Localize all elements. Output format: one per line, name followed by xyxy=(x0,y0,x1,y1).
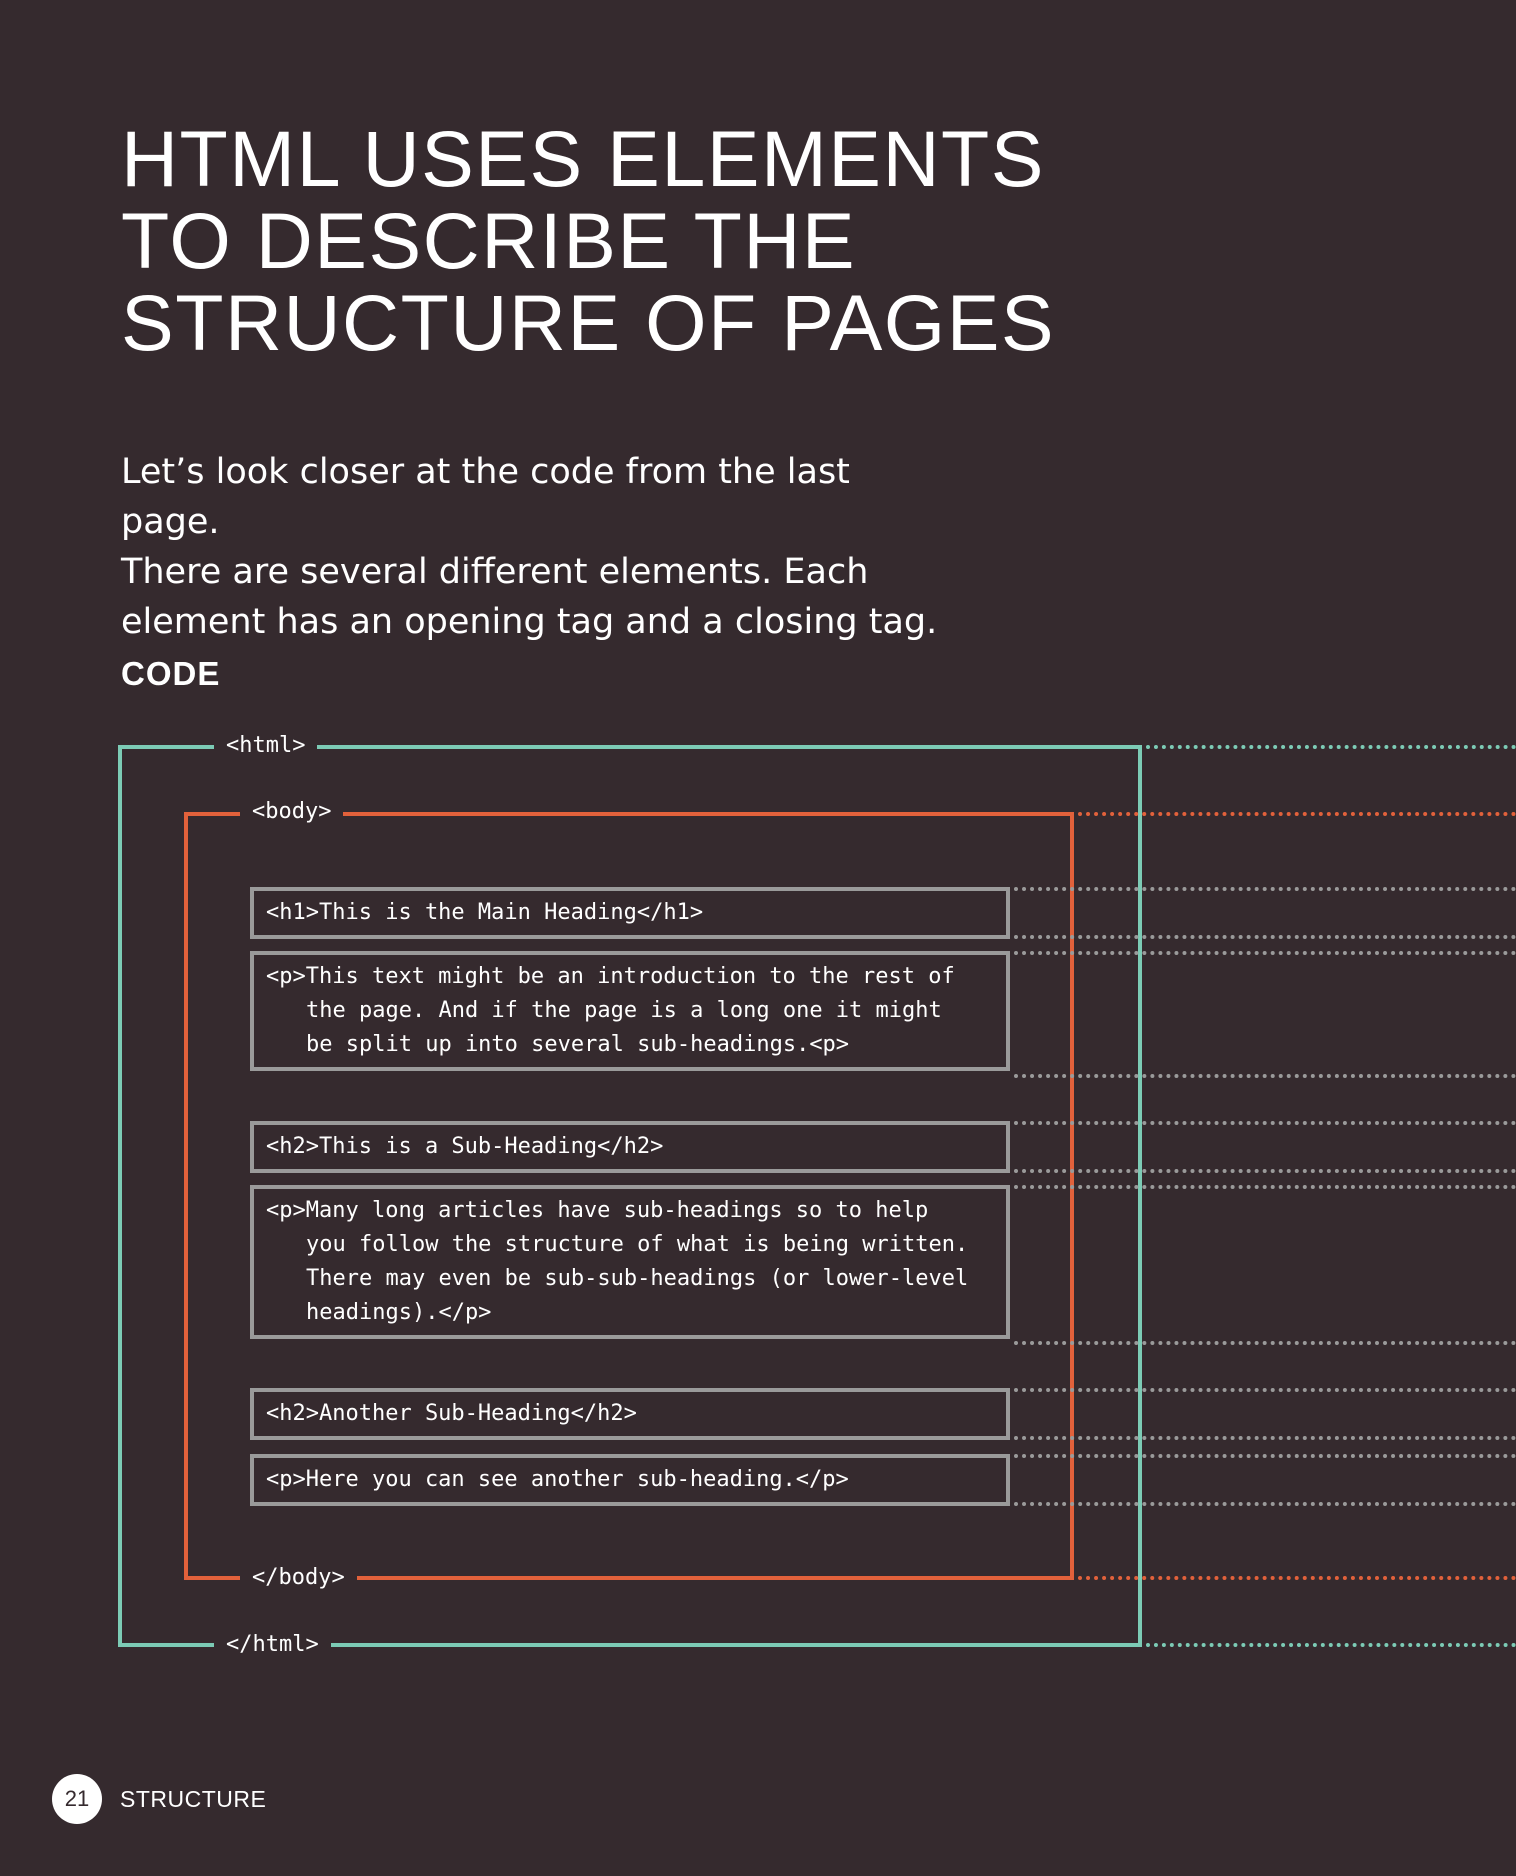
code-line: <p>Here you can see another sub-heading.… xyxy=(266,1467,849,1492)
h2-close-leader xyxy=(1014,1169,1516,1173)
p-close-leader xyxy=(1014,1341,1516,1345)
body-open-leader xyxy=(1078,812,1516,816)
h2-element-box: <h2>This is a Sub-Heading</h2> xyxy=(250,1121,1010,1173)
p-open-leader xyxy=(1014,1185,1516,1189)
code-line: <h2>This is a Sub-Heading</h2> xyxy=(266,1134,664,1159)
p-close-leader xyxy=(1014,1074,1516,1078)
html-element-frame xyxy=(118,745,1142,1647)
code-line: <p>This text might be an introduction to… xyxy=(266,964,955,989)
html-close-tag: </html> xyxy=(214,1632,331,1658)
html-open-tag: <html> xyxy=(214,733,318,759)
p-open-leader xyxy=(1014,951,1516,955)
p-element-box: <p>Many long articles have sub-headings … xyxy=(250,1185,1010,1339)
body-element-frame xyxy=(184,812,1074,1580)
page-title: HTML USES ELEMENTS TO DESCRIBE THE STRUC… xyxy=(121,114,1056,367)
h1-open-leader xyxy=(1014,887,1516,891)
code-line: <h1>This is the Main Heading</h1> xyxy=(266,900,704,925)
html-open-leader xyxy=(1146,745,1516,749)
h2-element-box: <h2>Another Sub-Heading</h2> xyxy=(250,1388,1010,1440)
p-open-leader xyxy=(1014,1454,1516,1458)
p-element-box: <p>Here you can see another sub-heading.… xyxy=(250,1454,1010,1506)
code-line: be split up into several sub-headings.<p… xyxy=(306,1032,850,1057)
section-name: STRUCTURE xyxy=(120,1786,267,1812)
code-line: There may even be sub-sub-headings (or l… xyxy=(306,1266,969,1291)
h1-element-box: <h1>This is the Main Heading</h1> xyxy=(250,887,1010,939)
body-close-tag: </body> xyxy=(240,1565,357,1591)
p-element-box: <p>This text might be an introduction to… xyxy=(250,951,1010,1071)
html-close-leader xyxy=(1146,1643,1516,1647)
p-close-leader xyxy=(1014,1502,1516,1506)
h2-open-leader xyxy=(1014,1121,1516,1125)
body-open-tag: <body> xyxy=(240,799,344,825)
code-line: you follow the structure of what is bein… xyxy=(306,1232,969,1257)
page-number-badge: 21 xyxy=(52,1774,102,1824)
body-close-leader xyxy=(1078,1576,1516,1580)
h1-close-leader xyxy=(1014,935,1516,939)
code-line: the page. And if the page is a long one … xyxy=(306,998,942,1023)
code-line: <p>Many long articles have sub-headings … xyxy=(266,1198,929,1223)
code-heading: CODE xyxy=(121,655,221,692)
h2-close-leader xyxy=(1014,1436,1516,1440)
intro-paragraph: Let’s look closer at the code from the l… xyxy=(121,452,938,642)
h2-open-leader xyxy=(1014,1388,1516,1392)
code-line: headings).</p> xyxy=(306,1300,492,1325)
code-line: <h2>Another Sub-Heading</h2> xyxy=(266,1401,637,1426)
